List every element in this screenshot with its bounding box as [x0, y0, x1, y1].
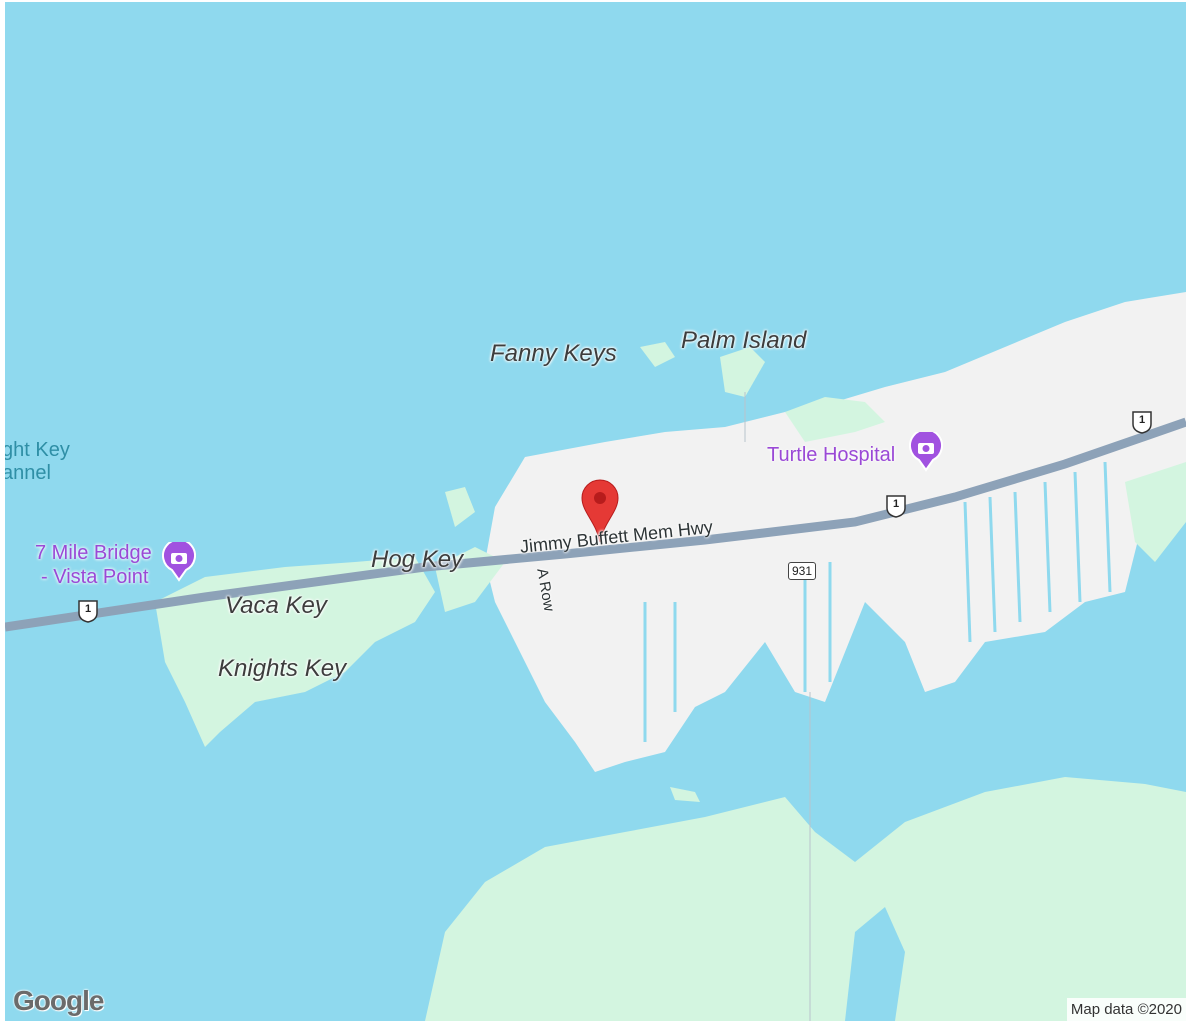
- land-south-key: [425, 777, 1186, 1021]
- label-fanny-keys: Fanny Keys: [490, 340, 617, 367]
- label-channel-line1: ght Key: [5, 439, 70, 461]
- canals: [643, 461, 1112, 742]
- camera-icon[interactable]: [909, 432, 943, 472]
- land-palm-island: [720, 347, 765, 397]
- land-islet: [445, 487, 475, 527]
- us1-shield: 1: [1131, 410, 1153, 434]
- label-knights-key: Knights Key: [218, 655, 347, 682]
- land-marathon: [485, 292, 1186, 772]
- land-fringe-north: [785, 397, 885, 442]
- label-vaca-key: Vaca Key: [225, 592, 327, 619]
- map-attribution[interactable]: Map data ©2020: [1066, 998, 1186, 1021]
- water-inlet: [845, 907, 905, 1021]
- label-channel-line2: annel: [5, 462, 51, 484]
- label-7-mile-bridge-line2[interactable]: - Vista Point: [41, 566, 149, 588]
- label-palm-island: Palm Island: [681, 327, 807, 354]
- label-7-mile-bridge-line1[interactable]: 7 Mile Bridge: [35, 542, 152, 564]
- land-fanny-keys: [640, 342, 675, 367]
- highway-us1: [5, 417, 1186, 632]
- us1-shield: 1: [77, 599, 99, 623]
- map-viewport[interactable]: Fanny Keys Palm Island ght Key annel 7 M…: [5, 2, 1186, 1021]
- sr931-shield: 931: [788, 562, 817, 580]
- land-fringe-east: [1125, 462, 1186, 562]
- map-canvas: [5, 292, 1186, 1021]
- label-turtle-hospital[interactable]: Turtle Hospital: [767, 444, 896, 466]
- land-small-islet: [670, 787, 700, 802]
- map-pin-icon: [581, 479, 619, 543]
- us1-shield: 1: [885, 494, 907, 518]
- land-vaca-key: [155, 557, 435, 747]
- google-logo[interactable]: Google: [13, 985, 104, 1016]
- camera-icon[interactable]: [162, 542, 196, 582]
- label-hog-key: Hog Key: [371, 546, 464, 573]
